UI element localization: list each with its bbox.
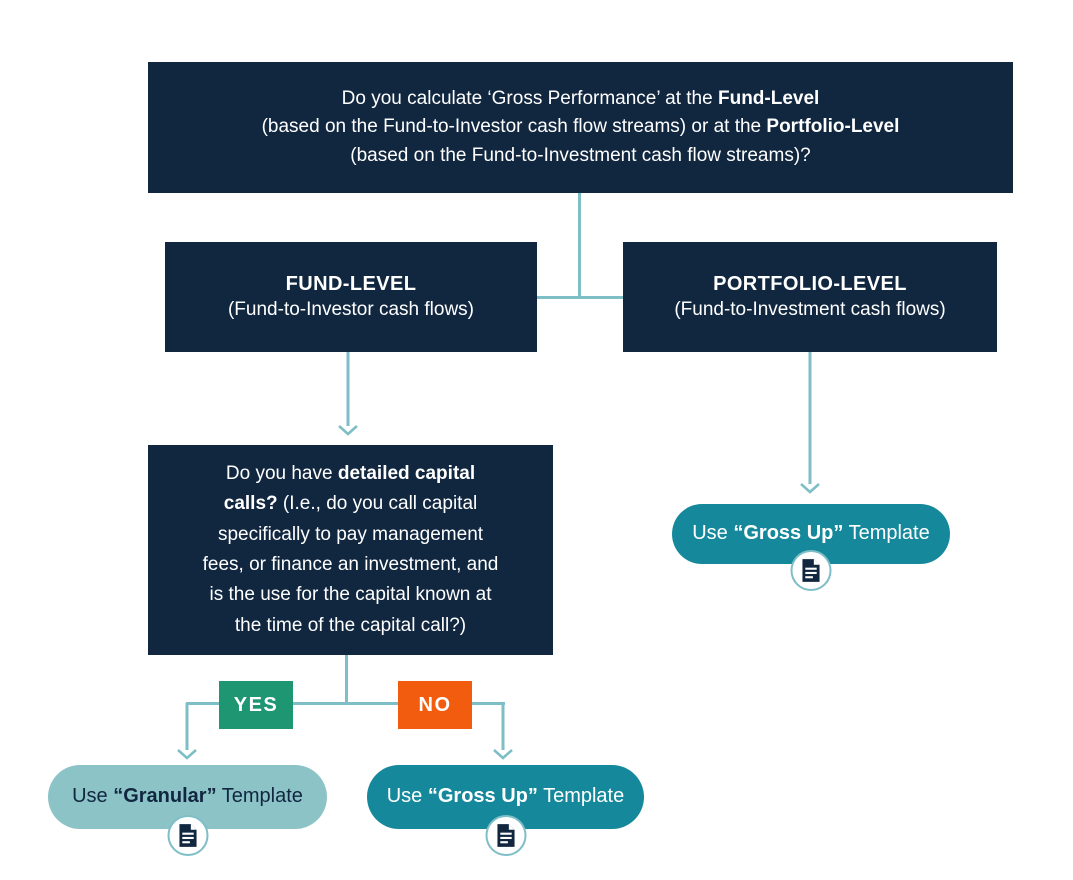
document-icon [178,824,197,847]
gross-up-template-pill-no: Use “Gross Up” Template [367,765,644,856]
portfolio-level-subtitle: (Fund-to-Investment cash flows) [674,299,946,320]
no-badge: NO [398,681,472,729]
arrow-no-to-grossup [492,703,514,760]
pill-label: Use “Granular” Template [72,784,303,807]
granular-template-pill: Use “Granular” Template [48,765,327,856]
arrow-stem [185,703,189,750]
connector-capital-to-yesno [345,655,348,705]
fund-level-subtitle: (Fund-to-Investor cash flows) [227,299,475,320]
arrow-stem [808,352,812,484]
pill-label: Use “Gross Up” Template [386,784,625,807]
connector-yesno-horizontal [186,702,505,705]
connector-branch-horizontal [537,296,623,299]
root-question-box: Do you calculate ‘Gross Performance’ at … [148,62,1013,193]
portfolio-level-title: PORTFOLIO-LEVEL [713,273,907,295]
arrow-stem [346,352,350,426]
arrow-down-icon [177,749,197,760]
document-icon-circle [485,815,526,856]
pill-label: Use “Gross Up” Template [692,521,930,544]
arrow-stem [501,703,505,750]
arrow-fund-to-capital-question [337,352,359,436]
connector-root-to-branch [578,193,581,299]
fund-level-box: FUND-LEVEL (Fund-to-Investor cash flows) [165,242,537,352]
arrow-yes-to-granular [176,703,198,760]
arrow-down-icon [338,425,358,436]
arrow-down-icon [800,483,820,494]
arrow-down-icon [493,749,513,760]
document-icon-circle [167,815,208,856]
document-icon [496,824,515,847]
arrow-portfolio-to-grossup [799,352,821,494]
document-icon-circle [790,550,832,591]
yes-badge: YES [219,681,293,729]
document-icon [802,559,820,582]
gross-up-template-pill-portfolio: Use “Gross Up” Template [672,504,950,591]
fund-level-title: FUND-LEVEL [285,273,417,295]
portfolio-level-box: PORTFOLIO-LEVEL (Fund-to-Investment cash… [623,242,997,352]
